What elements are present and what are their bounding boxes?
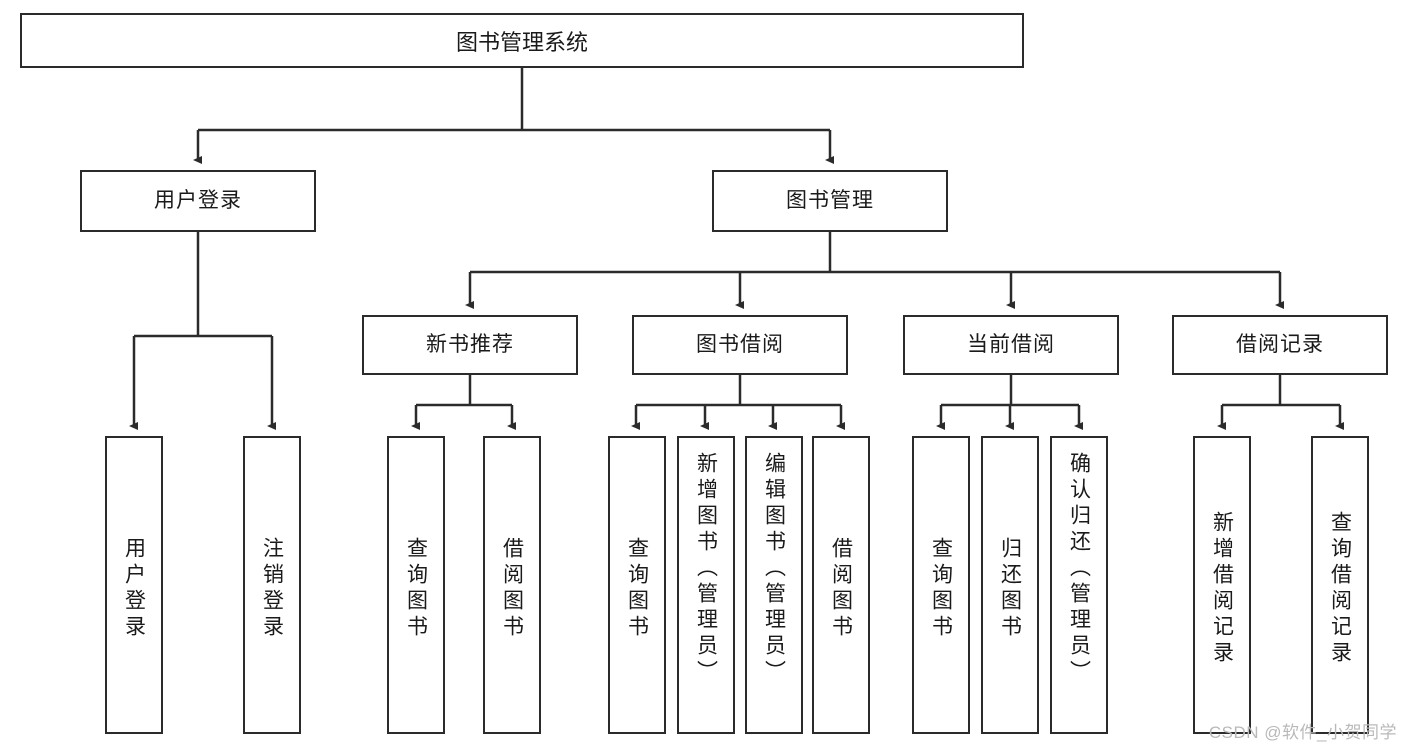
- node-book-borrow[interactable]: 图书借阅: [632, 315, 848, 375]
- watermark-text: CSDN @软件_小贺同学: [1208, 723, 1397, 742]
- leaf-label: 查询图书: [404, 537, 428, 641]
- node-label: 新书推荐: [426, 333, 514, 357]
- node-book-management[interactable]: 图书管理: [712, 170, 948, 232]
- leaf-label: 查询图书: [929, 537, 953, 641]
- leaf-inner: 借阅图书: [814, 446, 868, 732]
- leaf-label: 确认归还（管理员）: [1067, 452, 1091, 686]
- node-label: 借阅记录: [1236, 333, 1324, 357]
- node-label: 图书管理系统: [455, 29, 588, 55]
- leaf-label: 借阅图书: [829, 537, 853, 641]
- leaf-book-borrow-add[interactable]: 新增图书（管理员）: [677, 436, 735, 734]
- node-borrow-record[interactable]: 借阅记录: [1172, 315, 1388, 375]
- leaf-label: 查询图书: [625, 537, 649, 641]
- leaf-inner: 新增图书（管理员）: [679, 446, 733, 738]
- leaf-user-login-login[interactable]: 用户登录: [105, 436, 163, 734]
- leaf-inner: 注销登录: [245, 446, 299, 732]
- leaf-inner: 确认归还（管理员）: [1052, 446, 1106, 738]
- leaf-book-borrow-edit[interactable]: 编辑图书（管理员）: [745, 436, 803, 734]
- node-root-system[interactable]: 图书管理系统: [20, 13, 1024, 68]
- leaf-new-book-borrow[interactable]: 借阅图书: [483, 436, 541, 734]
- leaf-label: 注销登录: [260, 537, 284, 641]
- leaf-inner: 查询图书: [389, 446, 443, 732]
- leaf-label: 归还图书: [998, 537, 1022, 641]
- leaf-inner: 编辑图书（管理员）: [747, 446, 801, 738]
- leaf-inner: 查询图书: [914, 446, 968, 732]
- leaf-inner: 查询借阅记录: [1313, 446, 1367, 732]
- node-label: 图书借阅: [696, 333, 784, 357]
- leaf-book-borrow-query[interactable]: 查询图书: [608, 436, 666, 734]
- leaf-borrow-record-add[interactable]: 新增借阅记录: [1193, 436, 1251, 734]
- leaf-label: 查询借阅记录: [1328, 511, 1352, 667]
- node-label: 当前借阅: [967, 333, 1055, 357]
- leaf-label: 新增借阅记录: [1210, 511, 1234, 667]
- leaf-inner: 用户登录: [107, 446, 161, 732]
- leaf-new-book-query[interactable]: 查询图书: [387, 436, 445, 734]
- leaf-current-borrow-confirm[interactable]: 确认归还（管理员）: [1050, 436, 1108, 734]
- leaf-inner: 借阅图书: [485, 446, 539, 732]
- leaf-inner: 归还图书: [983, 446, 1037, 732]
- node-current-borrow[interactable]: 当前借阅: [903, 315, 1119, 375]
- leaf-inner: 查询图书: [610, 446, 664, 732]
- node-label: 用户登录: [154, 189, 242, 213]
- leaf-current-borrow-return[interactable]: 归还图书: [981, 436, 1039, 734]
- node-label: 图书管理: [786, 189, 874, 213]
- leaf-user-login-logout[interactable]: 注销登录: [243, 436, 301, 734]
- leaf-label: 借阅图书: [500, 537, 524, 641]
- leaf-label: 编辑图书（管理员）: [762, 452, 786, 686]
- leaf-label: 新增图书（管理员）: [694, 452, 718, 686]
- node-new-book-recommend[interactable]: 新书推荐: [362, 315, 578, 375]
- leaf-borrow-record-query[interactable]: 查询借阅记录: [1311, 436, 1369, 734]
- leaf-label: 用户登录: [122, 537, 146, 641]
- leaf-current-borrow-query[interactable]: 查询图书: [912, 436, 970, 734]
- leaf-inner: 新增借阅记录: [1195, 446, 1249, 732]
- leaf-book-borrow-borrow[interactable]: 借阅图书: [812, 436, 870, 734]
- node-user-login[interactable]: 用户登录: [80, 170, 316, 232]
